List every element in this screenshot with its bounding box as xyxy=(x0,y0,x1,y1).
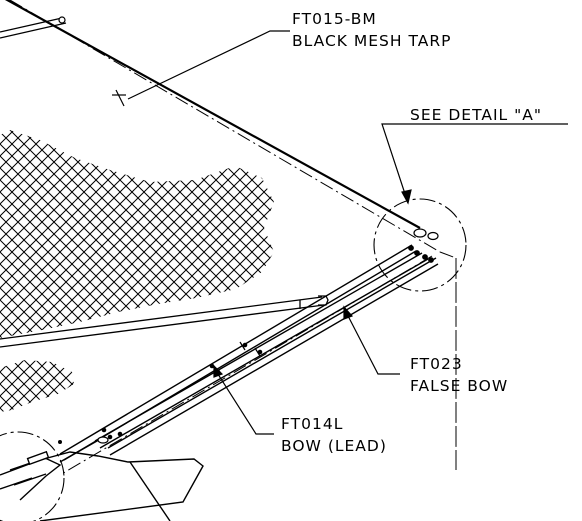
callout-detail: SEE DETAIL "A" xyxy=(410,106,542,124)
tube-ends xyxy=(408,228,439,263)
see-detail-label: SEE DETAIL "A" xyxy=(410,106,542,124)
lead-bow-description: BOW (LEAD) xyxy=(281,437,387,455)
side-strap xyxy=(0,295,329,348)
mount-bracket xyxy=(0,450,204,521)
lead-bow-part-number: FT014L xyxy=(281,415,343,433)
false-bow-part-number: FT023 xyxy=(410,355,463,373)
bow-tubes xyxy=(59,244,439,463)
false-bow-description: FALSE BOW xyxy=(410,377,508,395)
callout-false-bow: FT023 FALSE BOW xyxy=(410,355,508,395)
leader-lines xyxy=(112,30,568,435)
connector-pins xyxy=(58,342,263,444)
mesh-hatch xyxy=(0,130,274,412)
detail-circles xyxy=(0,198,467,521)
tarp-part-number: FT015-BM xyxy=(292,10,377,28)
tarp-description: BLACK MESH TARP xyxy=(292,32,451,50)
tarp-edge xyxy=(0,0,421,229)
callout-lead-bow: FT014L BOW (LEAD) xyxy=(281,415,387,455)
callout-tarp: FT015-BM BLACK MESH TARP xyxy=(292,10,451,50)
tube-couplers xyxy=(97,341,261,444)
